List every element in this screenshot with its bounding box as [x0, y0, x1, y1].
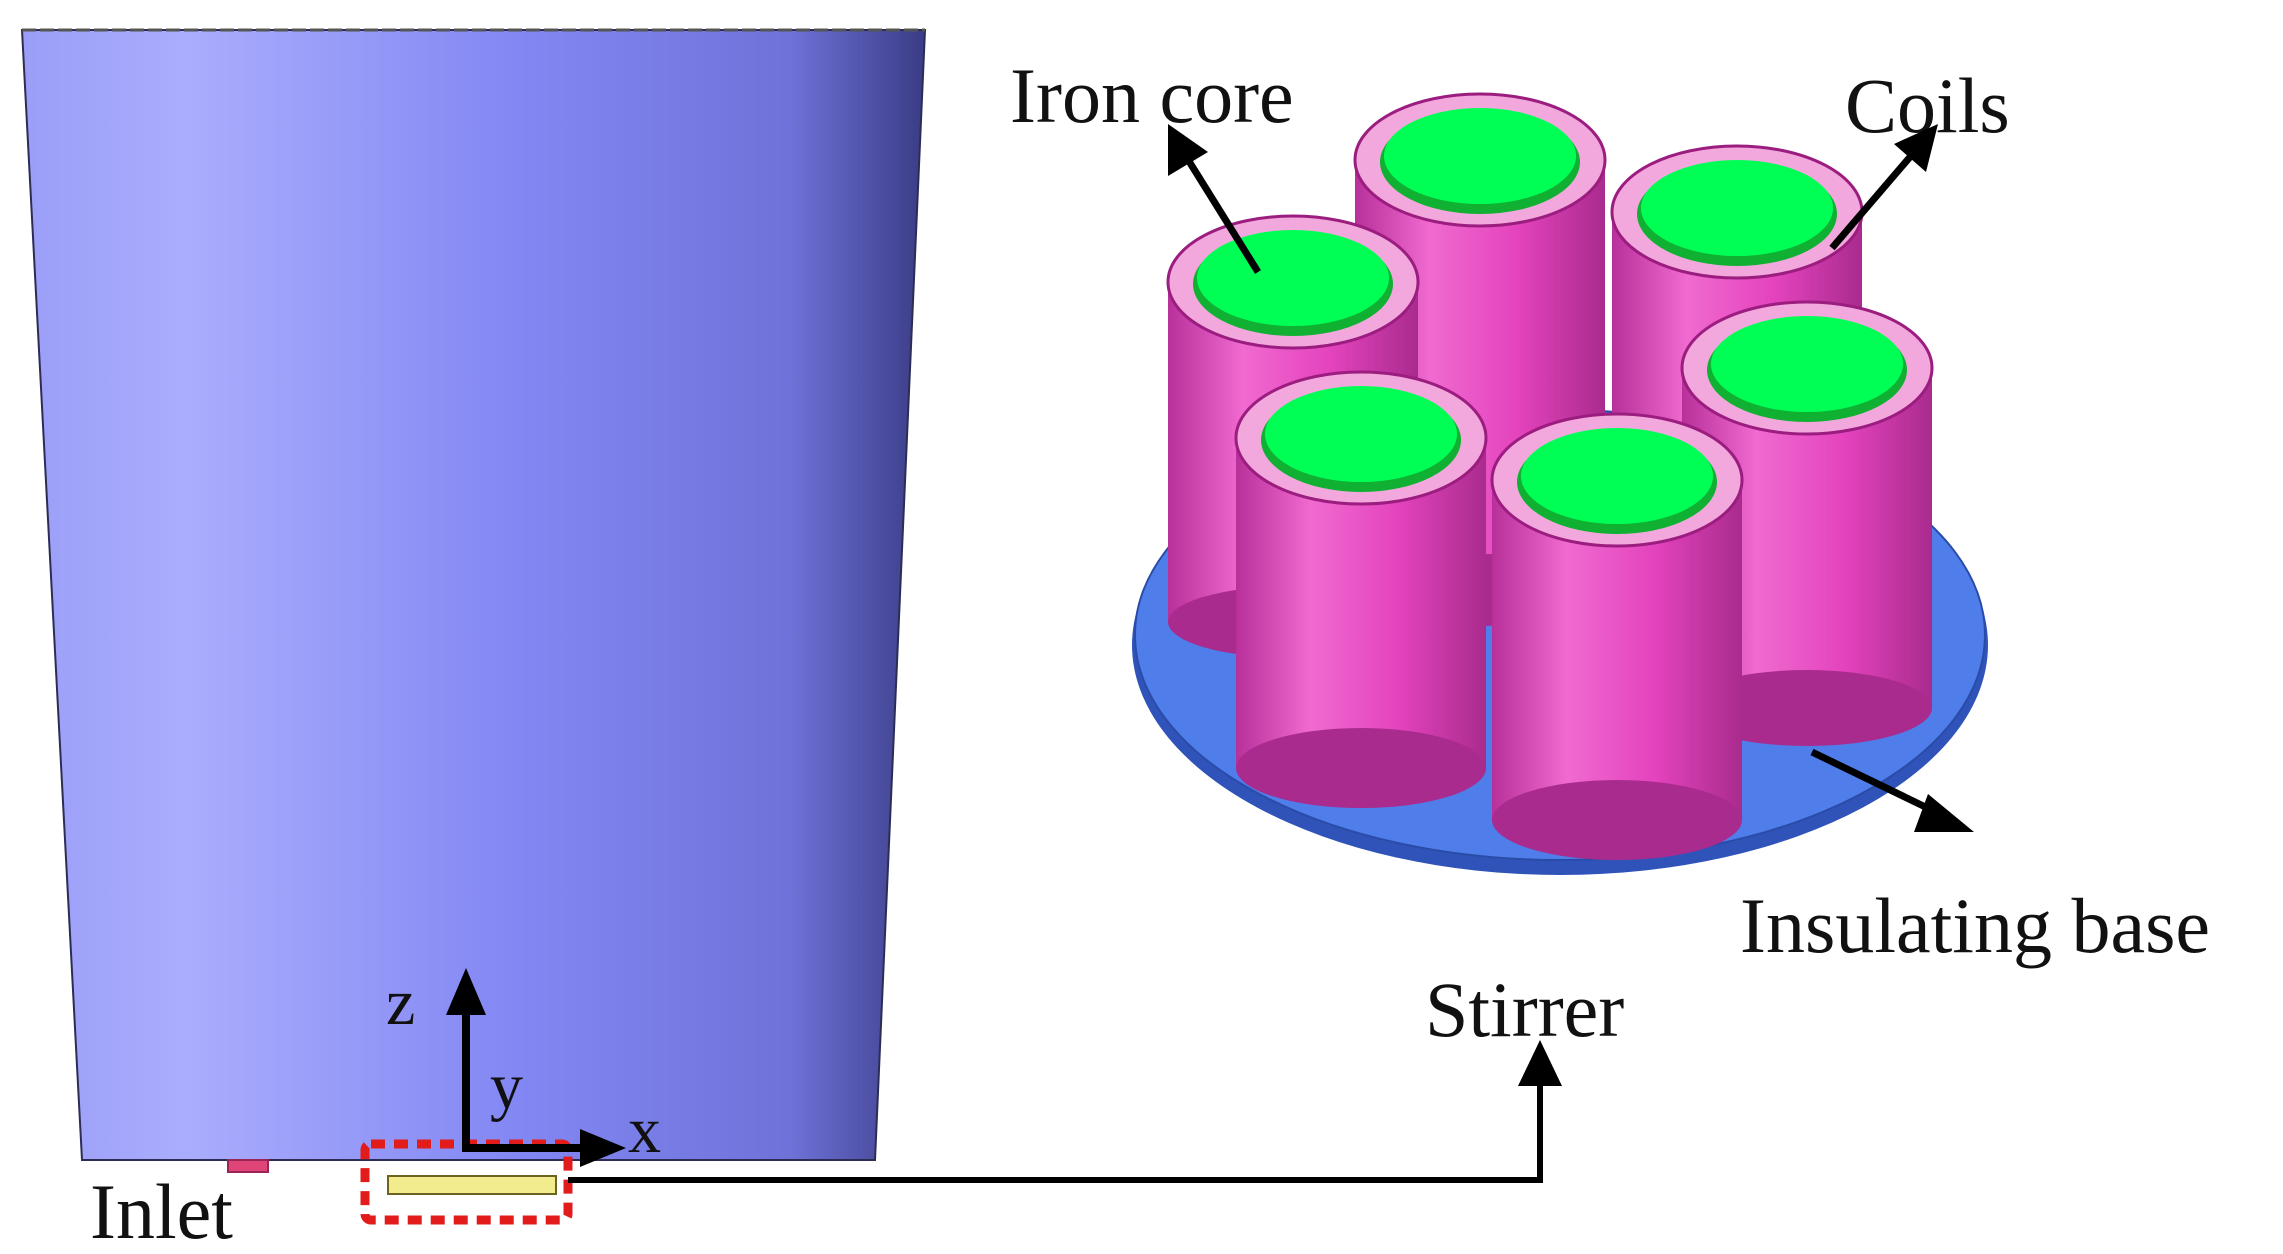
- insulating-base-pointer-head: [1914, 794, 1974, 832]
- iron-core-front-left: [1265, 386, 1457, 482]
- vessel: [20, 28, 927, 1161]
- coils-pointer-head: [1894, 124, 1938, 172]
- iron-core-back-center: [1384, 108, 1576, 204]
- x-axis-arrowhead: [580, 1129, 626, 1167]
- stirrer-bar: [387, 1175, 557, 1195]
- insulating-base-pointer: [1810, 748, 1946, 820]
- stirrer-label: Stirrer: [1425, 966, 1624, 1053]
- coil-front-left: [1234, 370, 1488, 808]
- iron-core-front-right: [1711, 316, 1903, 412]
- iron-core-front-center: [1521, 428, 1713, 524]
- inlet-label: Inlet: [90, 1168, 233, 1254]
- iron-core-back-right: [1641, 160, 1833, 256]
- coils-pointer: [1829, 147, 1919, 251]
- x-axis-label: x: [628, 1094, 661, 1167]
- z-axis-arrowhead: [446, 968, 486, 1015]
- stirrer-connector-line: [568, 1076, 1543, 1183]
- insulating-base-label: Insulating base: [1740, 882, 2210, 969]
- inlet-pipe: [227, 1159, 269, 1173]
- iron-core-pointer: [1179, 148, 1261, 274]
- iron-core-pointer-head: [1168, 124, 1208, 176]
- y-axis-label: y: [490, 1050, 523, 1123]
- iron-core-label: Iron core: [1010, 52, 1294, 139]
- coordinate-axes: z y x: [386, 966, 661, 1167]
- stirrer-connector-arrowhead: [1518, 1040, 1562, 1086]
- z-axis-label: z: [386, 966, 415, 1039]
- iron-core-back-left: [1197, 230, 1389, 326]
- coil-front-center: [1490, 412, 1744, 860]
- stirrer-assembly: [1132, 92, 1988, 875]
